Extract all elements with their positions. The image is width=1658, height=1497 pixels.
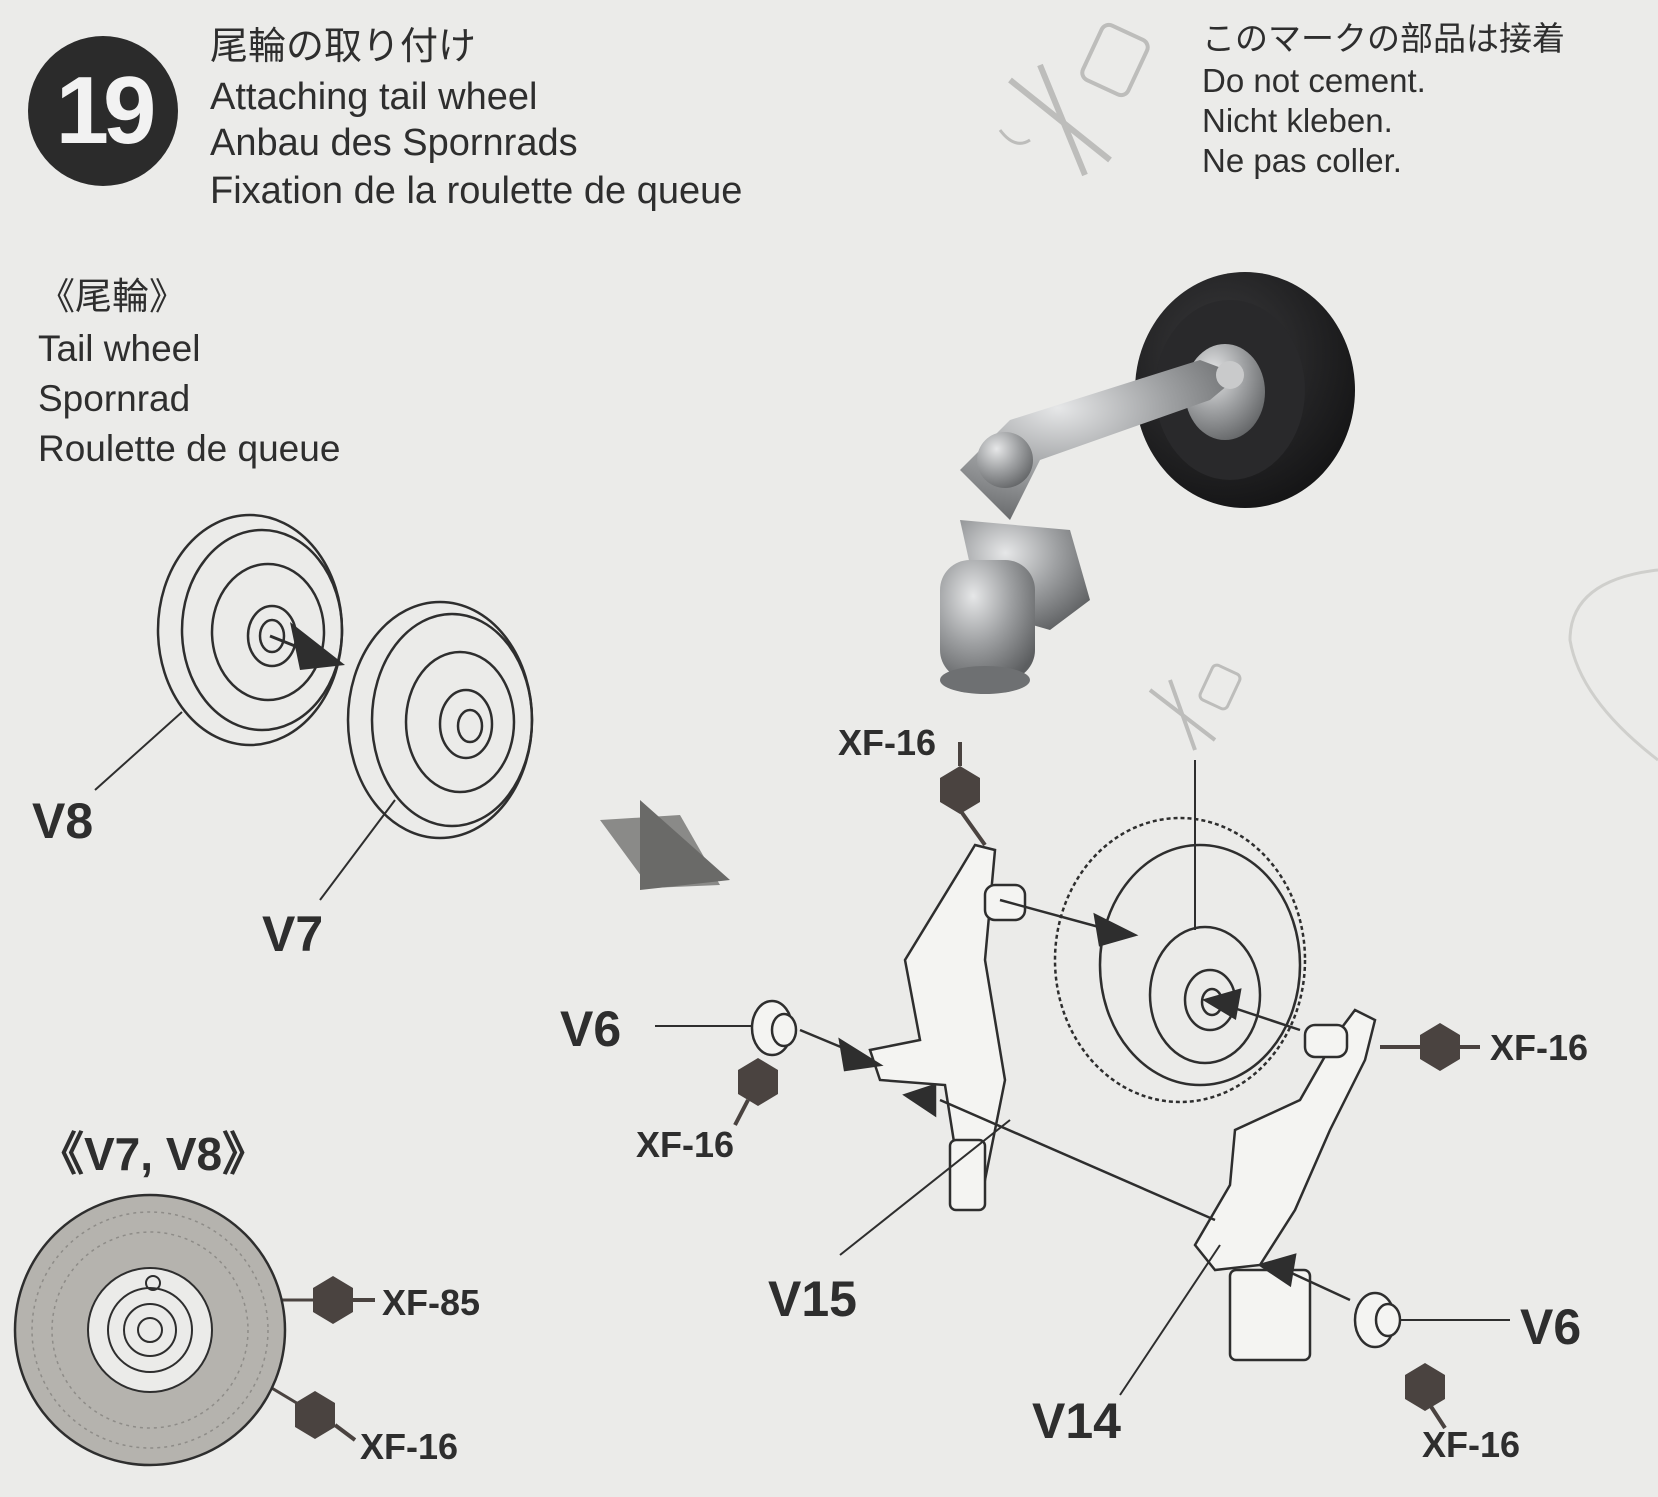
wheel-detail-heading: 《V7, V8》 bbox=[38, 1128, 269, 1180]
part-label-v7: V7 bbox=[262, 906, 324, 962]
paint-label-xf16-right: XF-16 bbox=[1490, 1027, 1589, 1068]
wheel-half-v8 bbox=[156, 513, 344, 747]
washer-v6-right bbox=[1353, 1291, 1402, 1349]
note-de: Nicht kleben. bbox=[1202, 102, 1393, 139]
part-label-v6-left: V6 bbox=[560, 1001, 622, 1057]
tail-wheel-photo bbox=[940, 272, 1355, 694]
assembly-direction-arrow-icon bbox=[600, 800, 730, 890]
title-fr: Fixation de la roulette de queue bbox=[210, 170, 743, 212]
note-fr: Ne pas coller. bbox=[1202, 142, 1402, 179]
step-number: 19 bbox=[55, 57, 157, 164]
leader-v7 bbox=[319, 799, 396, 901]
paint-label-xf16-top: XF-16 bbox=[838, 722, 937, 763]
title-ja: 尾輪の取り付け bbox=[210, 26, 477, 68]
strut-v14-drawing bbox=[1193, 1008, 1377, 1362]
part-label-v14: V14 bbox=[1032, 1393, 1121, 1449]
subassembly-de: Spornrad bbox=[38, 378, 191, 419]
title-en: Attaching tail wheel bbox=[210, 76, 538, 118]
title-de: Anbau des Spornrads bbox=[210, 122, 578, 164]
note-ja: このマークの部品は接着 bbox=[1202, 20, 1565, 57]
subassembly-en: Tail wheel bbox=[38, 328, 201, 369]
assembly-direction-arrow-icon bbox=[799, 898, 1351, 1302]
paint-hex-icon bbox=[224, 742, 1480, 1442]
do-not-cement-icon bbox=[1148, 663, 1242, 751]
paint-label-xf85: XF-85 bbox=[382, 1282, 481, 1323]
part-label-v15: V15 bbox=[768, 1271, 857, 1327]
wheel-detail-drawing bbox=[13, 1193, 287, 1467]
washer-v6-left bbox=[750, 999, 798, 1057]
assembly-direction-arrow-icon bbox=[269, 622, 345, 670]
main-wheel-drawing bbox=[1053, 816, 1307, 1104]
strut-v15-drawing bbox=[868, 843, 1027, 1212]
do-not-cement-icon bbox=[998, 22, 1150, 177]
subassembly-fr: Roulette de queue bbox=[38, 428, 341, 469]
note-en: Do not cement. bbox=[1202, 62, 1426, 99]
background-trace bbox=[1568, 568, 1658, 762]
paint-label-xf16-left: XF-16 bbox=[636, 1124, 735, 1165]
step-number-badge: 19 bbox=[28, 36, 178, 186]
part-leaders bbox=[655, 1025, 1510, 1396]
paint-label-xf16-detail: XF-16 bbox=[360, 1426, 459, 1467]
part-label-v8: V8 bbox=[32, 793, 94, 849]
subassembly-ja: 《尾輪》 bbox=[38, 276, 186, 317]
leader-v8 bbox=[94, 711, 183, 791]
part-label-v6-right: V6 bbox=[1520, 1299, 1582, 1355]
wheel-half-v7 bbox=[346, 600, 534, 840]
paint-label-xf16-bottom: XF-16 bbox=[1422, 1424, 1521, 1465]
